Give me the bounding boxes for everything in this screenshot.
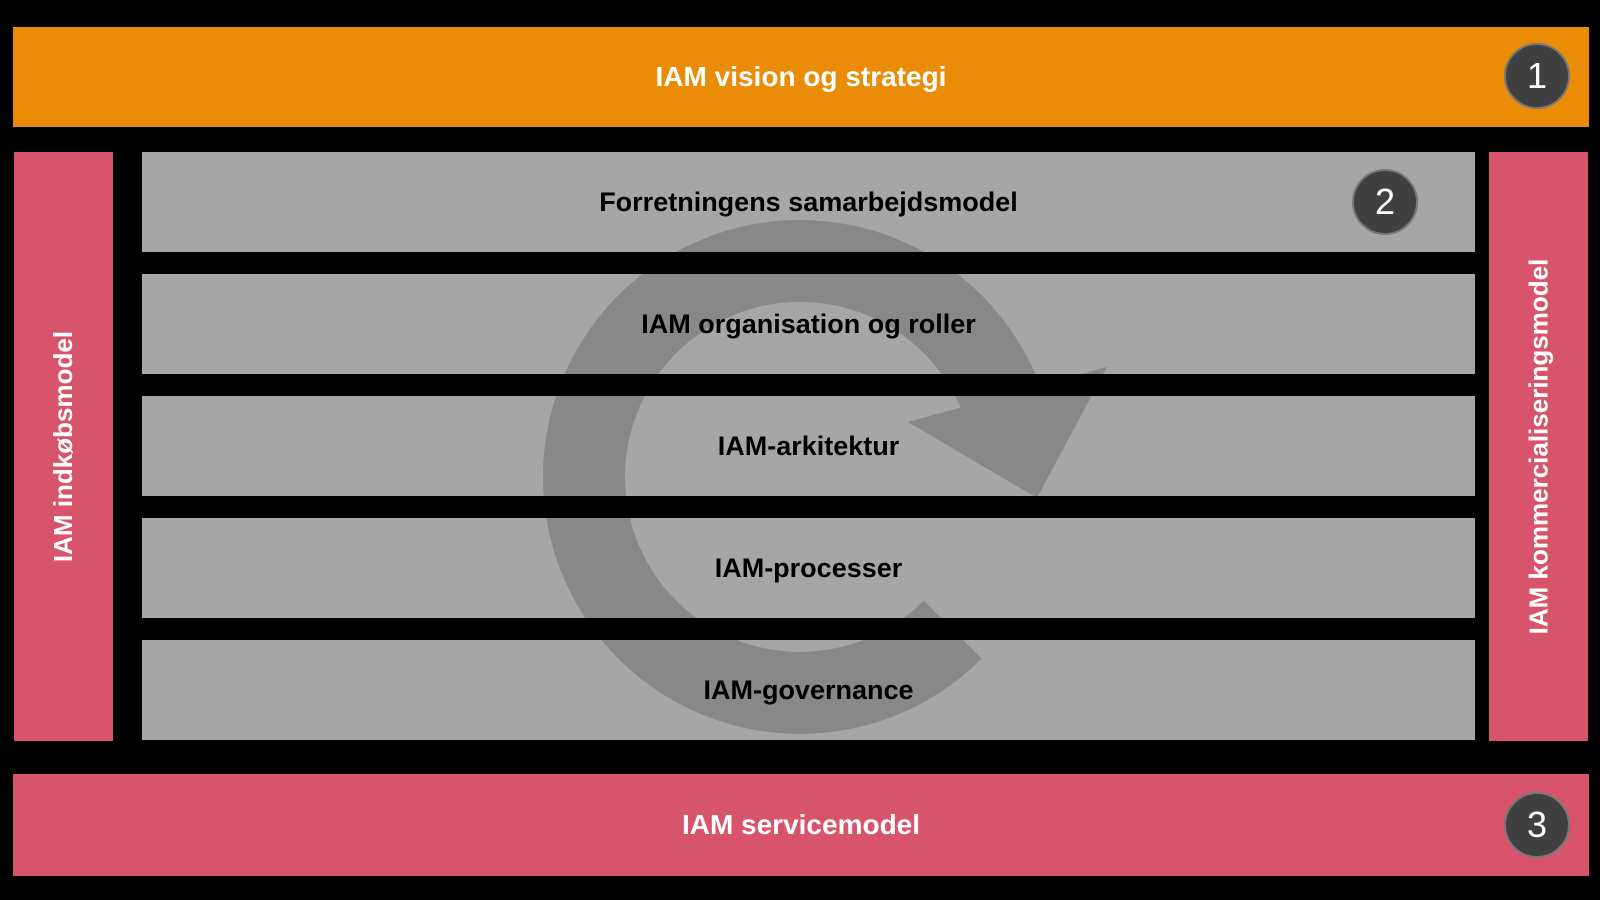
layer-row-organisation: IAM organisation og roller: [142, 274, 1475, 374]
step-badge-1-number: 1: [1526, 55, 1548, 96]
layer-row-label: IAM-governance: [703, 674, 914, 705]
layer-row-governance: IAM-governance: [142, 640, 1475, 740]
layer-row-label: Forretningens samarbejdsmodel: [599, 186, 1018, 217]
layer-row-label: IAM-processer: [714, 552, 903, 583]
top-bar: IAM vision og strategi: [13, 27, 1589, 127]
left-bar: IAM indkøbsmodel: [14, 152, 113, 741]
left-bar-label: IAM indkøbsmodel: [48, 330, 78, 563]
step-badge-1: 1: [1504, 43, 1570, 109]
layer-row-arkitektur: IAM-arkitektur: [142, 396, 1475, 496]
layer-row-processer: IAM-processer: [142, 518, 1475, 618]
layer-row-samarbejdsmodel: Forretningens samarbejdsmodel: [142, 152, 1475, 252]
bottom-bar-label: IAM servicemodel: [681, 809, 921, 840]
bottom-bar: IAM servicemodel: [13, 774, 1589, 876]
top-bar-label: IAM vision og strategi: [655, 61, 947, 92]
right-bar: IAM kommercialiseringsmodel: [1489, 152, 1588, 741]
right-bar-label: IAM kommercialiseringsmodel: [1523, 258, 1553, 635]
step-badge-3-number: 3: [1526, 804, 1548, 845]
step-badge-3: 3: [1504, 792, 1570, 858]
step-badge-2: 2: [1352, 169, 1418, 235]
step-badge-2-number: 2: [1374, 181, 1396, 222]
layer-row-label: IAM-arkitektur: [717, 430, 900, 461]
layer-row-label: IAM organisation og roller: [641, 308, 976, 339]
